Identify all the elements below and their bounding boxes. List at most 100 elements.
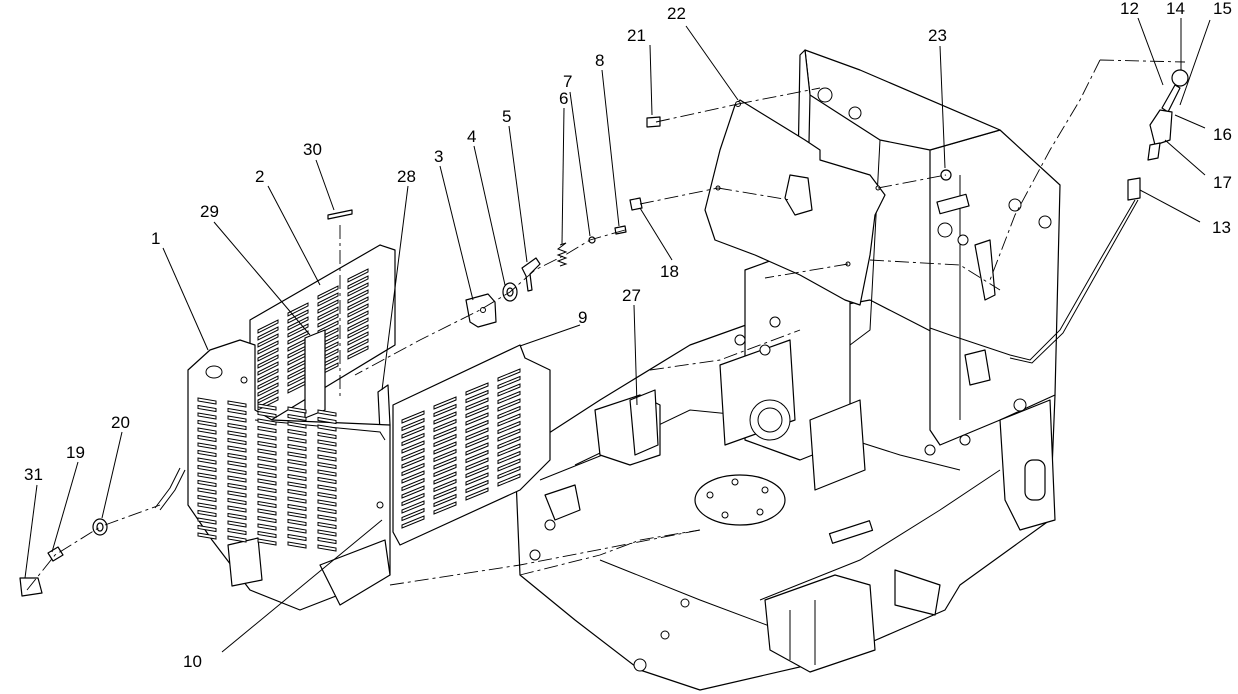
callout-22: 22 bbox=[667, 4, 686, 23]
callout-labels: 1 2 3 4 5 6 7 8 9 10 12 13 14 15 16 17 1… bbox=[24, 0, 1232, 671]
screen-slot bbox=[287, 481, 307, 489]
screen-slot bbox=[465, 487, 489, 501]
screen-slot bbox=[287, 316, 309, 331]
screen-slot bbox=[401, 447, 425, 462]
screen-slot bbox=[465, 442, 489, 456]
callout-20: 20 bbox=[111, 413, 130, 432]
part-1-grille-housing bbox=[187, 339, 391, 611]
screen-slot bbox=[287, 473, 307, 482]
callout-8: 8 bbox=[595, 51, 604, 70]
screen-slot bbox=[287, 511, 307, 519]
screen-slot bbox=[257, 368, 279, 383]
screen-slot bbox=[433, 426, 457, 440]
screen-slot bbox=[257, 530, 277, 539]
screen-slot bbox=[317, 536, 337, 545]
screen-slot bbox=[347, 331, 369, 346]
screen-slot bbox=[197, 434, 217, 443]
assembly-lines bbox=[26, 59, 1186, 591]
screen-slot bbox=[227, 430, 247, 438]
screen-slot bbox=[433, 411, 457, 425]
part-5-latch bbox=[521, 257, 541, 292]
part-21-bolt bbox=[646, 116, 661, 128]
screen-slot bbox=[317, 469, 337, 477]
screen-slot bbox=[287, 421, 307, 429]
part-3-hinge-bracket bbox=[465, 293, 497, 328]
screen-slot bbox=[227, 437, 247, 446]
screen-slot bbox=[197, 472, 217, 480]
screen-slot bbox=[287, 488, 307, 497]
callout-17: 17 bbox=[1213, 173, 1232, 192]
screen-slot bbox=[465, 457, 489, 471]
screen-slot bbox=[257, 515, 277, 524]
part-6-spring bbox=[556, 242, 568, 267]
screen-slot bbox=[197, 419, 217, 428]
screen-slot bbox=[257, 410, 277, 419]
screen-slot bbox=[347, 268, 369, 283]
callout-2: 2 bbox=[255, 167, 264, 186]
screen-slot bbox=[317, 439, 337, 447]
screen-slot bbox=[197, 502, 217, 510]
screen-slot bbox=[197, 412, 217, 420]
screen-slot bbox=[227, 535, 247, 543]
screen-slot bbox=[227, 527, 247, 536]
screen-slot bbox=[287, 503, 307, 512]
screen-slot bbox=[317, 461, 337, 470]
screen-slot bbox=[257, 538, 277, 546]
screen-slot bbox=[317, 521, 337, 530]
screen-slot bbox=[317, 416, 337, 425]
screen-slot bbox=[401, 440, 425, 454]
screen-slot bbox=[317, 313, 339, 328]
screen-slot bbox=[317, 292, 339, 307]
screen-slot bbox=[257, 463, 277, 471]
screen-slot bbox=[257, 455, 277, 464]
screen-slot bbox=[317, 506, 337, 515]
part-12-17-control-lever bbox=[929, 59, 1189, 364]
screen-slot bbox=[433, 478, 457, 493]
screen-slot bbox=[401, 410, 425, 424]
screen-slot bbox=[433, 396, 457, 410]
screen-slot bbox=[401, 432, 425, 447]
screen-slot bbox=[497, 465, 521, 480]
screen-slot bbox=[257, 319, 279, 334]
screen-slot bbox=[465, 434, 489, 449]
screen-slot bbox=[257, 425, 277, 434]
screen-slot bbox=[257, 440, 277, 449]
screen-slot bbox=[257, 500, 277, 509]
screen-slot bbox=[257, 523, 277, 531]
screen-slot bbox=[433, 448, 457, 463]
part-7-nut bbox=[588, 236, 596, 244]
screen-slot bbox=[317, 431, 337, 440]
screen-slot bbox=[317, 454, 337, 462]
screen-slot bbox=[497, 450, 521, 465]
screen-slot bbox=[465, 419, 489, 434]
callout-21: 21 bbox=[627, 26, 646, 45]
part-29-strip bbox=[304, 329, 326, 419]
callout-1: 1 bbox=[151, 229, 160, 248]
screen-slot bbox=[317, 299, 339, 314]
screen-slot bbox=[227, 482, 247, 491]
screen-slot bbox=[257, 418, 277, 426]
screen-slot bbox=[287, 533, 307, 542]
screen-slot bbox=[227, 407, 247, 416]
screen-slot bbox=[433, 441, 457, 455]
screen-slot bbox=[197, 517, 217, 525]
screen-slot bbox=[317, 491, 337, 500]
callout-4: 4 bbox=[467, 127, 476, 146]
callout-16: 16 bbox=[1213, 125, 1232, 144]
screen-slot bbox=[227, 422, 247, 431]
screen-slot bbox=[257, 347, 279, 362]
screen-slot bbox=[401, 455, 425, 469]
screen-slot bbox=[287, 330, 309, 345]
screen-slot bbox=[287, 428, 307, 437]
screen-slot bbox=[347, 324, 369, 339]
screen-slot bbox=[497, 383, 521, 397]
screen-slot bbox=[347, 310, 369, 325]
callout-12: 12 bbox=[1120, 0, 1139, 18]
part-31-bracket bbox=[19, 577, 43, 597]
screen-slot bbox=[401, 425, 425, 439]
screen-slot bbox=[227, 415, 247, 423]
part-19-grommet bbox=[47, 546, 64, 562]
screen-slot bbox=[257, 382, 279, 397]
callout-30: 30 bbox=[303, 140, 322, 159]
screen-slot bbox=[465, 472, 489, 486]
